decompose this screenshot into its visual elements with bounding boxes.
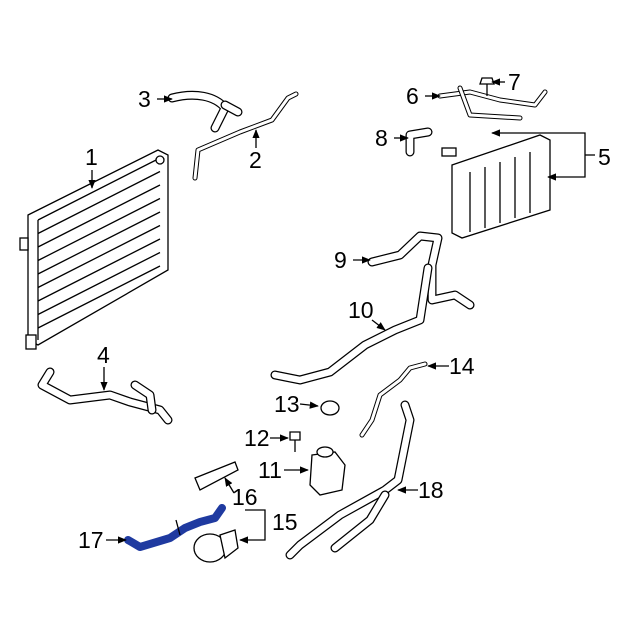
callout-6[interactable]: 6 <box>406 83 419 109</box>
callout-9[interactable]: 9 <box>334 247 347 273</box>
callout-7[interactable]: 7 <box>508 69 521 95</box>
part-5-cooler[interactable] <box>441 134 551 239</box>
callout-1[interactable]: 1 <box>85 144 98 170</box>
part-2-hose[interactable] <box>192 91 299 181</box>
radiator-fin <box>37 224 161 289</box>
part-1-radiator[interactable] <box>19 149 169 350</box>
radiator-fin <box>37 238 161 302</box>
part-15-pump[interactable] <box>193 529 239 563</box>
part-16-bracket[interactable] <box>194 461 239 491</box>
callout-3[interactable]: 3 <box>138 86 151 112</box>
callout-18[interactable]: 18 <box>418 477 444 503</box>
part-3-hose[interactable] <box>167 90 243 133</box>
part-9-hose[interactable] <box>367 231 475 310</box>
part-10-hose[interactable] <box>270 263 433 385</box>
callout-16[interactable]: 16 <box>232 484 258 510</box>
callout-4[interactable]: 4 <box>97 342 110 368</box>
part-6-bracket[interactable] <box>437 85 548 121</box>
part-18-tube[interactable] <box>285 400 415 560</box>
part-4-hose[interactable] <box>37 367 173 425</box>
radiator-fin <box>37 251 161 316</box>
callout-8[interactable]: 8 <box>375 125 388 151</box>
callout-12[interactable]: 12 <box>244 425 270 451</box>
part-14-hose[interactable] <box>359 361 428 438</box>
callout-2[interactable]: 2 <box>249 147 262 173</box>
radiator-fin <box>37 265 161 329</box>
callout-11[interactable]: 11 <box>258 457 282 483</box>
radiator-fin <box>37 197 161 262</box>
part-12-bolt[interactable] <box>289 431 301 452</box>
radiator-fin <box>37 170 161 235</box>
callout-13[interactable]: 13 <box>274 391 300 417</box>
callout-5[interactable]: 5 <box>598 144 611 170</box>
radiator-fin <box>37 184 161 248</box>
part-13-cap[interactable] <box>320 400 340 416</box>
part-11-reservoir[interactable] <box>309 446 346 496</box>
callout-14[interactable]: 14 <box>449 353 475 379</box>
radiator-fin <box>37 211 161 275</box>
callout-10[interactable]: 10 <box>348 297 374 323</box>
callout-labels: 1 2 3 4 5 6 7 8 9 10 11 12 13 14 15 16 1… <box>78 69 611 553</box>
part-17-hose-highlighted[interactable] <box>124 504 226 551</box>
part-8-hose[interactable] <box>405 127 433 157</box>
callout-17[interactable]: 17 <box>78 527 104 553</box>
callout-leaders <box>88 78 595 544</box>
callout-15[interactable]: 15 <box>272 509 298 535</box>
